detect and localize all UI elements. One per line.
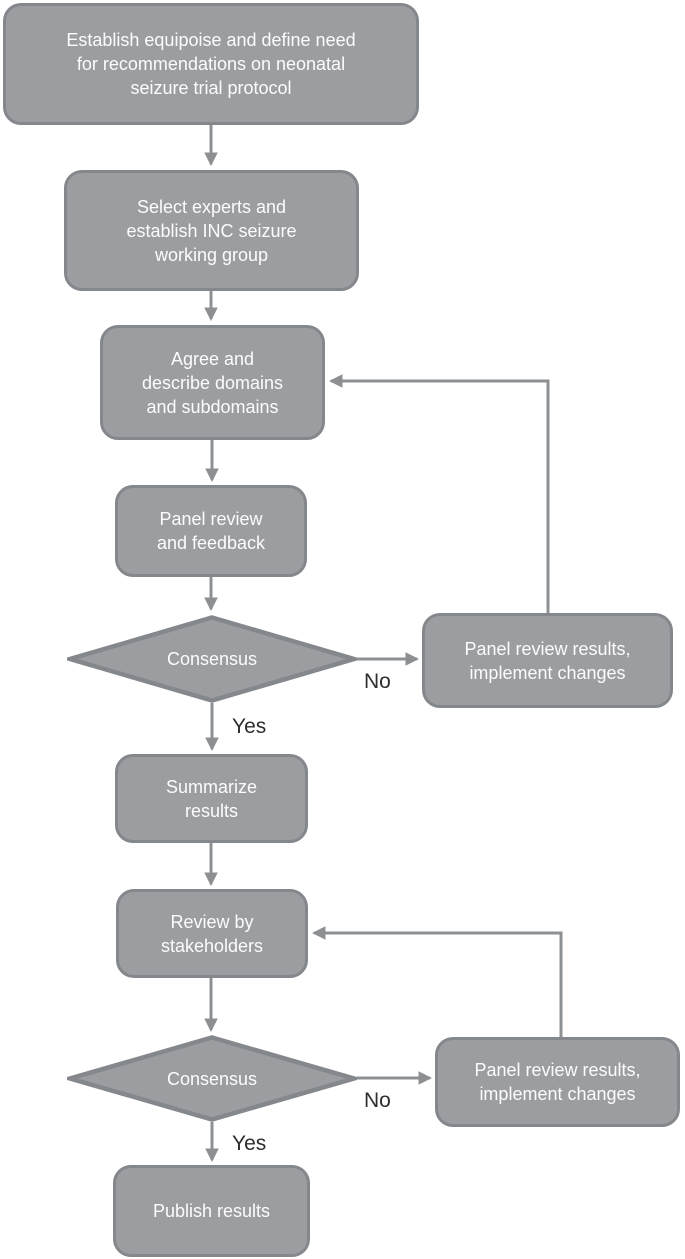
node-consensus-1: Consensus [67, 615, 357, 703]
edge-label-consensus1-yes: Yes [232, 715, 267, 738]
edge-label-consensus2-yes: Yes [232, 1132, 267, 1155]
node-publish-results: Publish results [113, 1165, 310, 1257]
node-agree-domains-label: Agree and describe domains and subdomain… [141, 348, 284, 417]
node-establish-equipoise-label: Establish equipoise and define need for … [66, 30, 356, 98]
node-review-stakeholders-label: Review by stakeholders [160, 911, 264, 956]
node-select-experts-label: Select experts and establish INC seizure… [126, 196, 297, 265]
node-panel-review-results-1: Panel review results, implement changes [422, 613, 673, 708]
node-panel-review-feedback-label: Panel review and feedback [156, 509, 266, 553]
node-summarize-results: Summarize results [115, 754, 308, 843]
diamond-shape-2 [67, 1035, 357, 1122]
node-establish-equipoise: Establish equipoise and define need for … [3, 3, 419, 125]
node-consensus-1-label: Consensus [166, 649, 258, 669]
node-summarize-results-label: Summarize results [165, 776, 258, 821]
edge-label-consensus2-no: No [364, 1089, 391, 1112]
node-panel-review-results-1-label: Panel review results, implement changes [464, 638, 631, 683]
node-panel-review-results-2: Panel review results, implement changes [435, 1037, 680, 1127]
node-publish-results-label: Publish results [152, 1201, 271, 1221]
edge-loop1-implementchanges-to-agree [328, 374, 550, 613]
diamond-shape-1 [67, 615, 357, 703]
node-panel-review-results-2-label: Panel review results, implement changes [474, 1060, 641, 1104]
edge-loop2-implementchanges-to-review [311, 926, 563, 1037]
edge-label-consensus1-no: No [364, 670, 391, 693]
node-review-stakeholders: Review by stakeholders [116, 889, 308, 978]
node-select-experts: Select experts and establish INC seizure… [64, 170, 359, 291]
node-panel-review-feedback: Panel review and feedback [115, 485, 307, 577]
node-agree-domains: Agree and describe domains and subdomain… [100, 325, 325, 440]
node-consensus-2-label: Consensus [166, 1068, 258, 1089]
node-consensus-2: Consensus [67, 1035, 357, 1122]
